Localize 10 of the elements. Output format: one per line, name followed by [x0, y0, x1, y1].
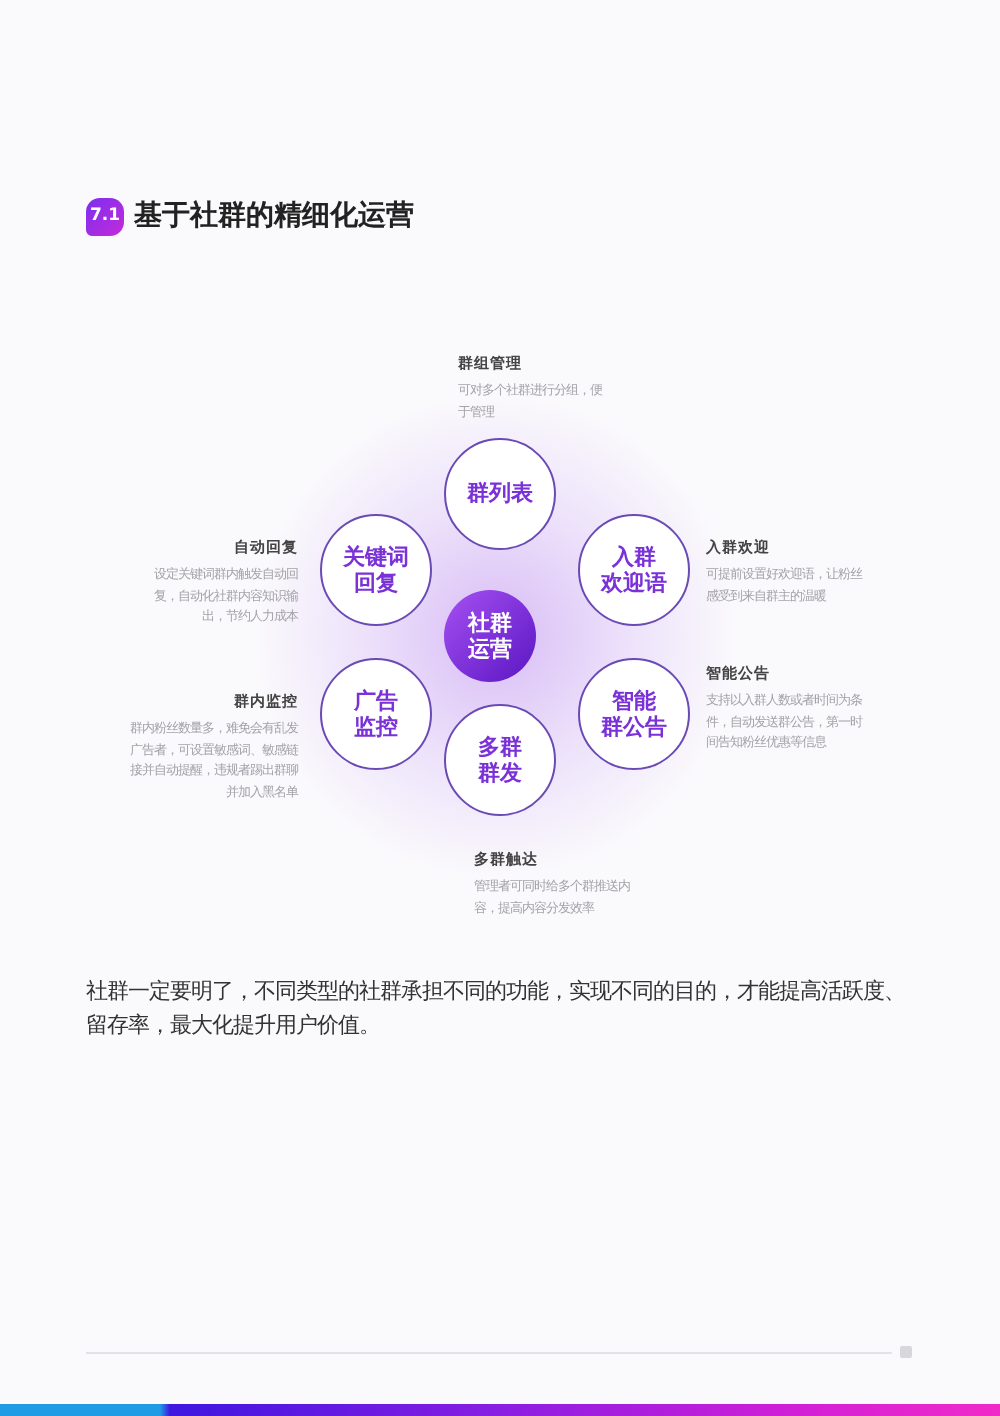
hub-circle: 社群运营 — [444, 590, 536, 682]
section-title: 基于社群的精细化运营 — [134, 198, 414, 236]
body-paragraph: 社群一定要明了，不同类型的社群承担不同的功能，实现不同的目的，才能提高活跃度、留存率，最大化提升用户价值。 — [86, 976, 907, 1042]
feature-circle: 多群群发 — [444, 704, 556, 816]
feature-circle: 群列表 — [444, 438, 556, 550]
section-number-badge: 7.1 — [86, 198, 124, 236]
feature-circle: 入群欢迎语 — [578, 514, 690, 626]
feature-circle: 智能群公告 — [578, 658, 690, 770]
feature-circle: 广告监控 — [320, 658, 432, 770]
feature-circle: 关键词回复 — [320, 514, 432, 626]
